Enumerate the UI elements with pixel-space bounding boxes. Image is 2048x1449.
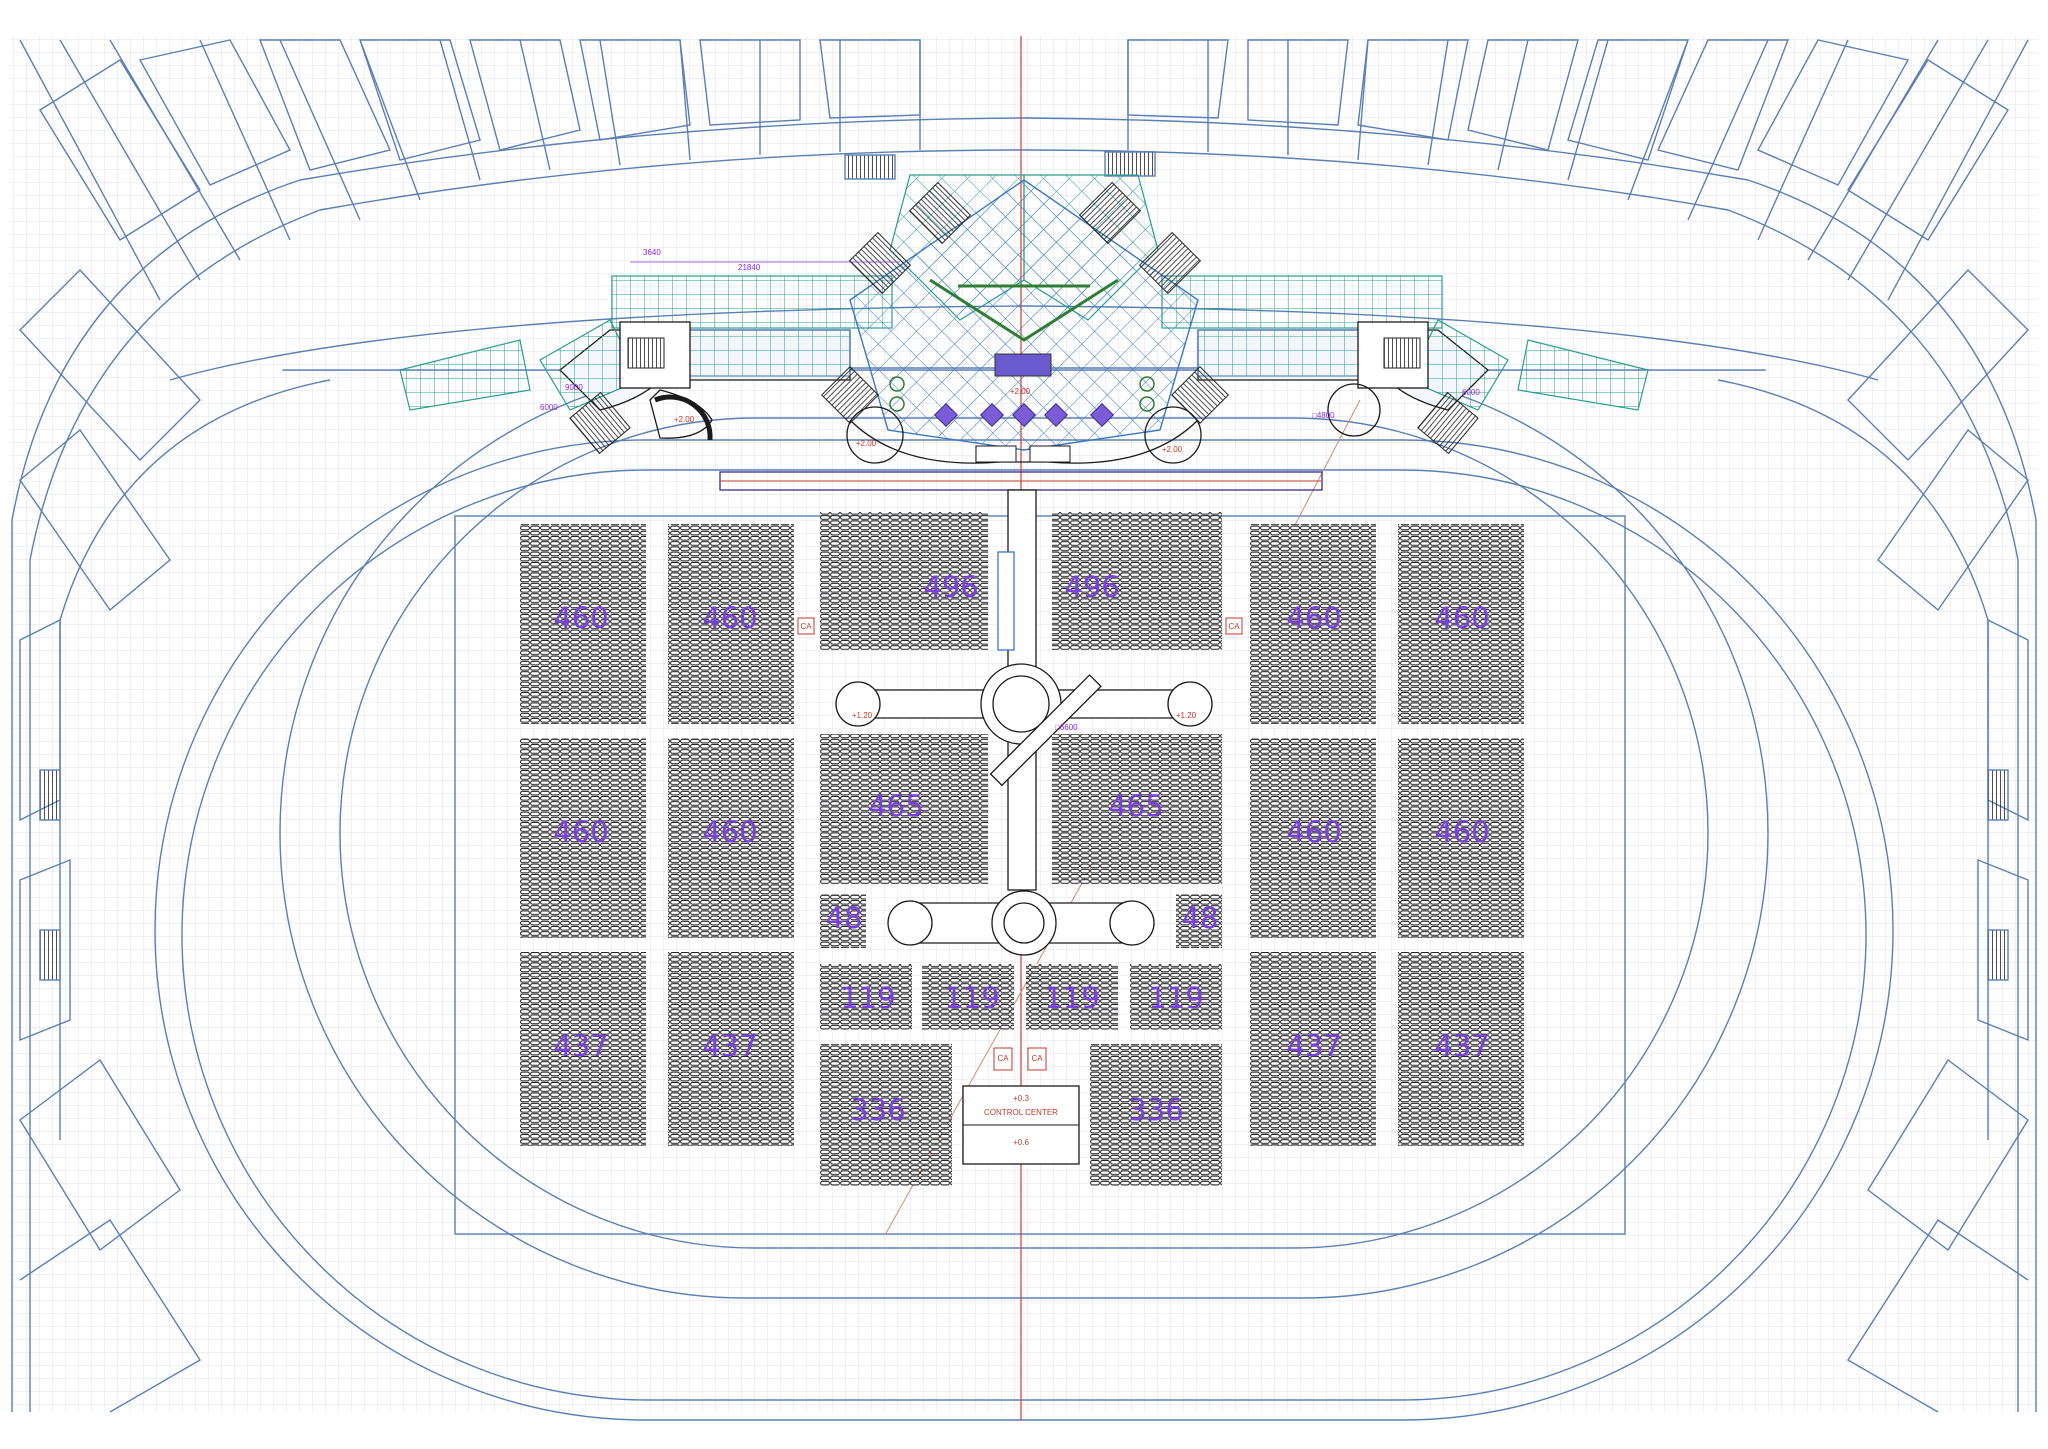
capacity-label: 460 xyxy=(553,815,608,849)
seat-block xyxy=(1052,512,1222,650)
capacity-label: 460 xyxy=(1434,815,1489,849)
dimension-6000-right: 6000 xyxy=(1462,388,1480,397)
capacity-label: 336 xyxy=(850,1093,905,1127)
main-stage: +2.00 +2.00 +2.00 xyxy=(559,174,1489,464)
seat-block xyxy=(1398,952,1524,1146)
ca-marker: CA xyxy=(997,1054,1009,1063)
ca-marker: CA xyxy=(800,622,812,631)
capacity-label: 437 xyxy=(1286,1029,1341,1063)
seat-block xyxy=(520,524,646,724)
seat-block xyxy=(668,952,794,1146)
capacity-label: 460 xyxy=(1434,601,1489,635)
capacity-labels: 460 460 496 496 460 460 460 460 465 465 … xyxy=(553,570,1489,1127)
level-wing-left: +2.00 xyxy=(674,415,695,424)
ca-marker: CA xyxy=(1228,622,1240,631)
seat-block xyxy=(1052,734,1222,884)
sightline xyxy=(1294,399,1361,526)
capacity-label: 496 xyxy=(923,570,978,604)
seat-block xyxy=(1250,524,1376,724)
seat-block xyxy=(1250,738,1376,938)
capacity-label: 119 xyxy=(840,981,895,1015)
capacity-label: 496 xyxy=(1064,570,1119,604)
seat-block xyxy=(820,1044,952,1186)
capacity-label: 460 xyxy=(702,601,757,635)
dimension-4800: □4800 xyxy=(1312,411,1335,420)
seat-block xyxy=(520,738,646,938)
dimension-21840: 21840 xyxy=(738,263,761,272)
seat-block xyxy=(1090,1044,1222,1186)
capacity-label: 119 xyxy=(944,981,999,1015)
capacity-label: 336 xyxy=(1128,1093,1183,1127)
capacity-label: 437 xyxy=(702,1029,757,1063)
seat-block xyxy=(1026,964,1118,1030)
camera-positions: CA CA CA CA xyxy=(797,617,1243,1071)
runway-thrust: +1.20 +1.20 □6600 xyxy=(835,489,1213,956)
level-stage-left: +2.00 xyxy=(856,439,877,448)
control-center-level-top: +0.3 xyxy=(1013,1094,1029,1103)
capacity-label: 465 xyxy=(868,789,923,823)
level-stage-center: +2.00 xyxy=(1010,387,1031,396)
seat-block xyxy=(820,894,866,948)
seat-block xyxy=(1250,952,1376,1146)
left-wing-stage: +2.00 3640 21840 9000 xyxy=(399,248,900,455)
capacity-label: 119 xyxy=(1148,981,1203,1015)
seating-area xyxy=(520,512,1524,1186)
capacity-label: 460 xyxy=(553,601,608,635)
seat-block xyxy=(1398,524,1524,724)
capacity-label: 437 xyxy=(553,1029,608,1063)
control-center: +0.3 CONTROL CENTER +0.6 xyxy=(962,1085,1080,1165)
capacity-label: 48 xyxy=(826,901,863,935)
capacity-label: 48 xyxy=(1182,901,1219,935)
control-center-level-bottom: +0.6 xyxy=(1013,1138,1029,1147)
dimension-9000: 9000 xyxy=(565,383,583,392)
seat-block xyxy=(1130,964,1222,1030)
control-center-label: CONTROL CENTER xyxy=(984,1108,1058,1117)
level-stage-right: +2.00 xyxy=(1162,445,1183,454)
dimension-3640: 3640 xyxy=(643,248,661,257)
seat-block xyxy=(1176,894,1222,948)
dimension-6000-left: 6000 xyxy=(540,403,558,412)
seat-block xyxy=(820,734,988,884)
ca-marker: CA xyxy=(1031,1054,1043,1063)
right-wing-stage: 6000 □4800 6000 xyxy=(540,319,1649,455)
level-runway: +1.20 xyxy=(852,711,873,720)
seat-block xyxy=(520,952,646,1146)
seat-block xyxy=(922,964,1014,1030)
capacity-label: 460 xyxy=(1286,601,1341,635)
dimension-6600: □6600 xyxy=(1055,723,1078,732)
seat-block xyxy=(668,524,794,724)
level-runway-2: +1.20 xyxy=(1176,711,1197,720)
capacity-label: 437 xyxy=(1434,1029,1489,1063)
capacity-label: 465 xyxy=(1108,789,1163,823)
capacity-label: 460 xyxy=(1286,815,1341,849)
capacity-label: 119 xyxy=(1044,981,1099,1015)
seat-block xyxy=(820,964,912,1030)
seat-block xyxy=(668,738,794,938)
seat-block xyxy=(1398,738,1524,938)
capacity-label: 460 xyxy=(702,815,757,849)
seat-block xyxy=(820,512,988,650)
